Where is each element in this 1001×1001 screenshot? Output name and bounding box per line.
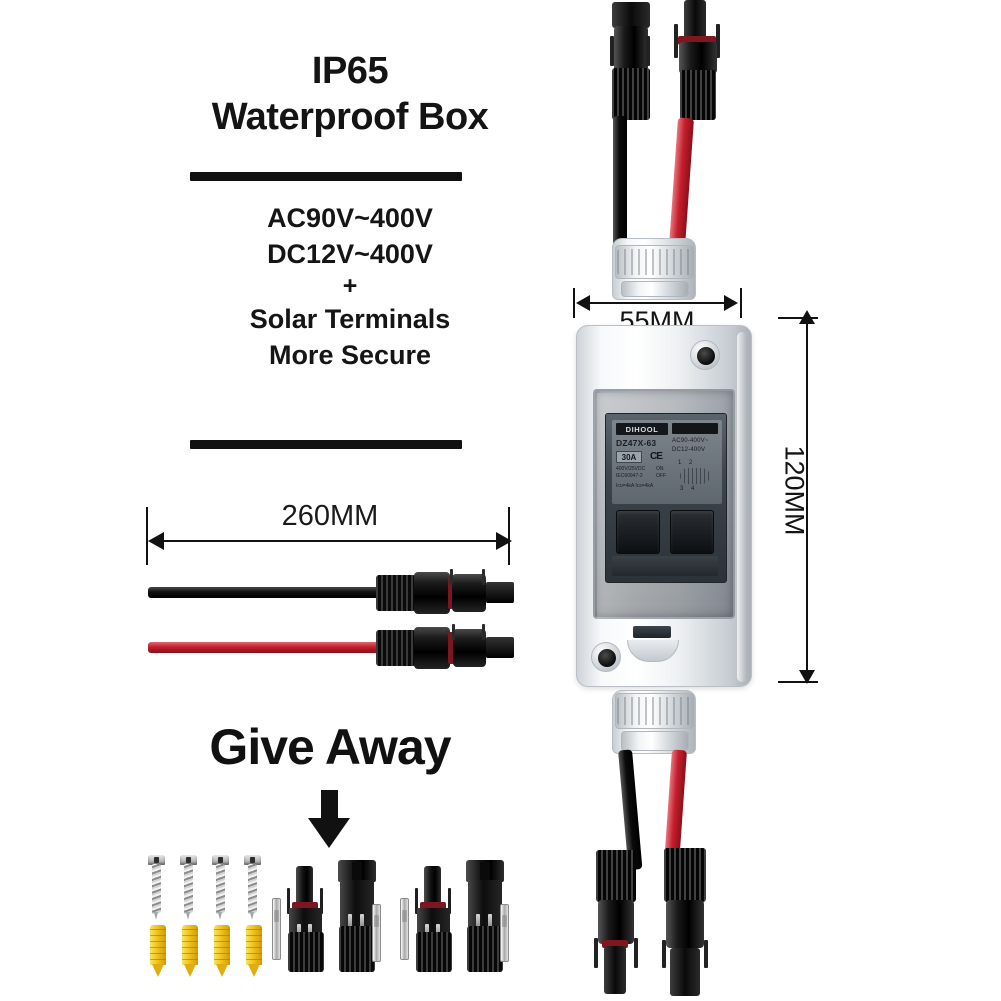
cable-length-label: 260MM <box>281 500 379 532</box>
wall-anchor-group <box>148 925 263 980</box>
off-label: OFF <box>656 473 666 479</box>
black-wire <box>148 587 384 598</box>
terminal-numbers-top: 1 2 <box>678 460 696 466</box>
label-dark-bar <box>672 423 718 434</box>
bottom-mc4-connector-black <box>588 850 646 995</box>
cable-gland-bottom <box>612 690 696 754</box>
arrow-down-icon <box>799 670 815 684</box>
brand-badge: DIHOOL <box>616 423 668 435</box>
red-cable-assembly <box>148 620 518 680</box>
title-line-1: IP65 <box>311 50 389 92</box>
screw <box>148 855 165 920</box>
crimp-pin <box>400 898 409 960</box>
title-line-2: Waterproof Box <box>211 96 489 139</box>
mounting-screw-cap-top <box>690 340 720 370</box>
wall-anchor <box>212 925 232 977</box>
specification-list: AC90V~400V DC12V~400V + Solar Terminals … <box>150 200 550 373</box>
spec-plus-symbol: + <box>342 272 358 301</box>
spec-ac-voltage: AC90V~400V <box>267 203 433 233</box>
crimp-pin <box>272 898 281 960</box>
ce-mark-icon: CE <box>650 451 663 462</box>
current-rating-box: 30A <box>616 451 642 463</box>
terminal-numbers-bottom: 3 4 <box>680 486 698 492</box>
top-black-lead <box>613 116 627 246</box>
crimp-pin <box>500 904 509 962</box>
ac-rating-text: AC90-400V~ <box>672 438 709 444</box>
fine-print-2: IEC60947-2 <box>616 473 643 479</box>
bottom-mc4-connector-red <box>656 848 716 998</box>
mc4-male-connector <box>412 866 456 974</box>
spec-dc-voltage: DC12V~400V <box>267 239 433 270</box>
arrow-left-icon <box>148 532 164 550</box>
divider-top <box>190 172 462 181</box>
black-cable-assembly <box>148 565 518 625</box>
mounting-screw-cap-bottom <box>591 642 621 672</box>
on-label: ON <box>656 466 664 472</box>
mc4-accessory-pair-2 <box>400 858 510 978</box>
breaker-toggle-pole-2[interactable] <box>670 510 714 554</box>
dimension-tick-left <box>146 507 148 565</box>
arrow-right-icon <box>724 295 738 311</box>
dc-rating-text: DC12-400V <box>672 447 706 453</box>
mc4-female-connector <box>334 860 380 974</box>
width-dimension-line <box>582 302 732 304</box>
cover-thumb-grip[interactable] <box>627 640 679 662</box>
wall-anchor <box>244 925 264 977</box>
mc4-connector-black <box>376 569 518 617</box>
waterproof-enclosure: DIHOOL DZ47X-63 30A CE AC90-400V~ DC12-4… <box>576 325 752 687</box>
fine-print-3: Icu=4kA Ics=4kA <box>616 483 654 489</box>
mc4-female-connector <box>462 860 508 974</box>
down-arrow-icon <box>305 790 353 850</box>
brand-name: DIHOOL <box>625 424 659 434</box>
enclosure-edge <box>737 332 747 682</box>
page-title: IP65 Waterproof Box <box>150 48 550 141</box>
height-tick-bottom <box>778 681 818 683</box>
dimension-line <box>154 540 502 542</box>
cable-gland-top <box>612 238 696 300</box>
arrow-right-icon <box>496 532 512 550</box>
transparent-cover: DIHOOL DZ47X-63 30A CE AC90-400V~ DC12-4… <box>593 389 735 619</box>
breaker-base-bar <box>612 556 718 576</box>
mc4-accessory-pair-1 <box>272 858 382 978</box>
width-tick-left <box>573 288 575 318</box>
breaker-toggle-pole-1[interactable] <box>616 510 660 554</box>
cable-length-dimension: 260MM <box>140 500 520 565</box>
mc4-male-connector <box>284 866 328 974</box>
crimp-pin <box>372 904 381 962</box>
box-height-dimension: 120MM <box>760 300 830 700</box>
height-tick-top <box>778 317 818 319</box>
mc4-connector-red <box>376 624 518 672</box>
wiring-diagram-icon <box>680 468 710 484</box>
spec-feature-1: Solar Terminals <box>249 304 451 335</box>
giveaway-title: Give Away <box>209 719 451 775</box>
arrow-up-icon <box>799 310 815 324</box>
divider-bottom <box>190 440 462 449</box>
top-red-lead <box>669 117 694 247</box>
wall-anchor <box>180 925 200 977</box>
breaker-label-plate: DIHOOL DZ47X-63 30A CE AC90-400V~ DC12-4… <box>612 420 722 504</box>
red-wire <box>148 642 384 653</box>
cover-latch[interactable] <box>633 626 671 638</box>
box-height-label: 120MM <box>779 445 810 536</box>
screw <box>180 855 197 920</box>
fine-print-1: 400V/25VDC <box>616 466 646 472</box>
screw <box>212 855 229 920</box>
arrow-left-icon <box>576 295 590 311</box>
screw-group <box>148 855 263 920</box>
product-photo: 55MM DIHOOL DZ47X-63 30A <box>560 0 840 1001</box>
breaker-model: DZ47X-63 <box>616 438 657 448</box>
spec-feature-2: More Secure <box>268 340 432 371</box>
top-mc4-connector-red <box>670 0 728 132</box>
width-tick-right <box>740 288 742 318</box>
screw <box>244 855 261 920</box>
current-rating: 30A <box>621 452 637 462</box>
wall-anchor <box>148 925 168 977</box>
height-dimension-line <box>806 318 808 682</box>
top-mc4-connector-black <box>602 2 660 132</box>
circuit-breaker: DIHOOL DZ47X-63 30A CE AC90-400V~ DC12-4… <box>605 413 727 583</box>
breaker-switch-group[interactable] <box>612 510 722 554</box>
